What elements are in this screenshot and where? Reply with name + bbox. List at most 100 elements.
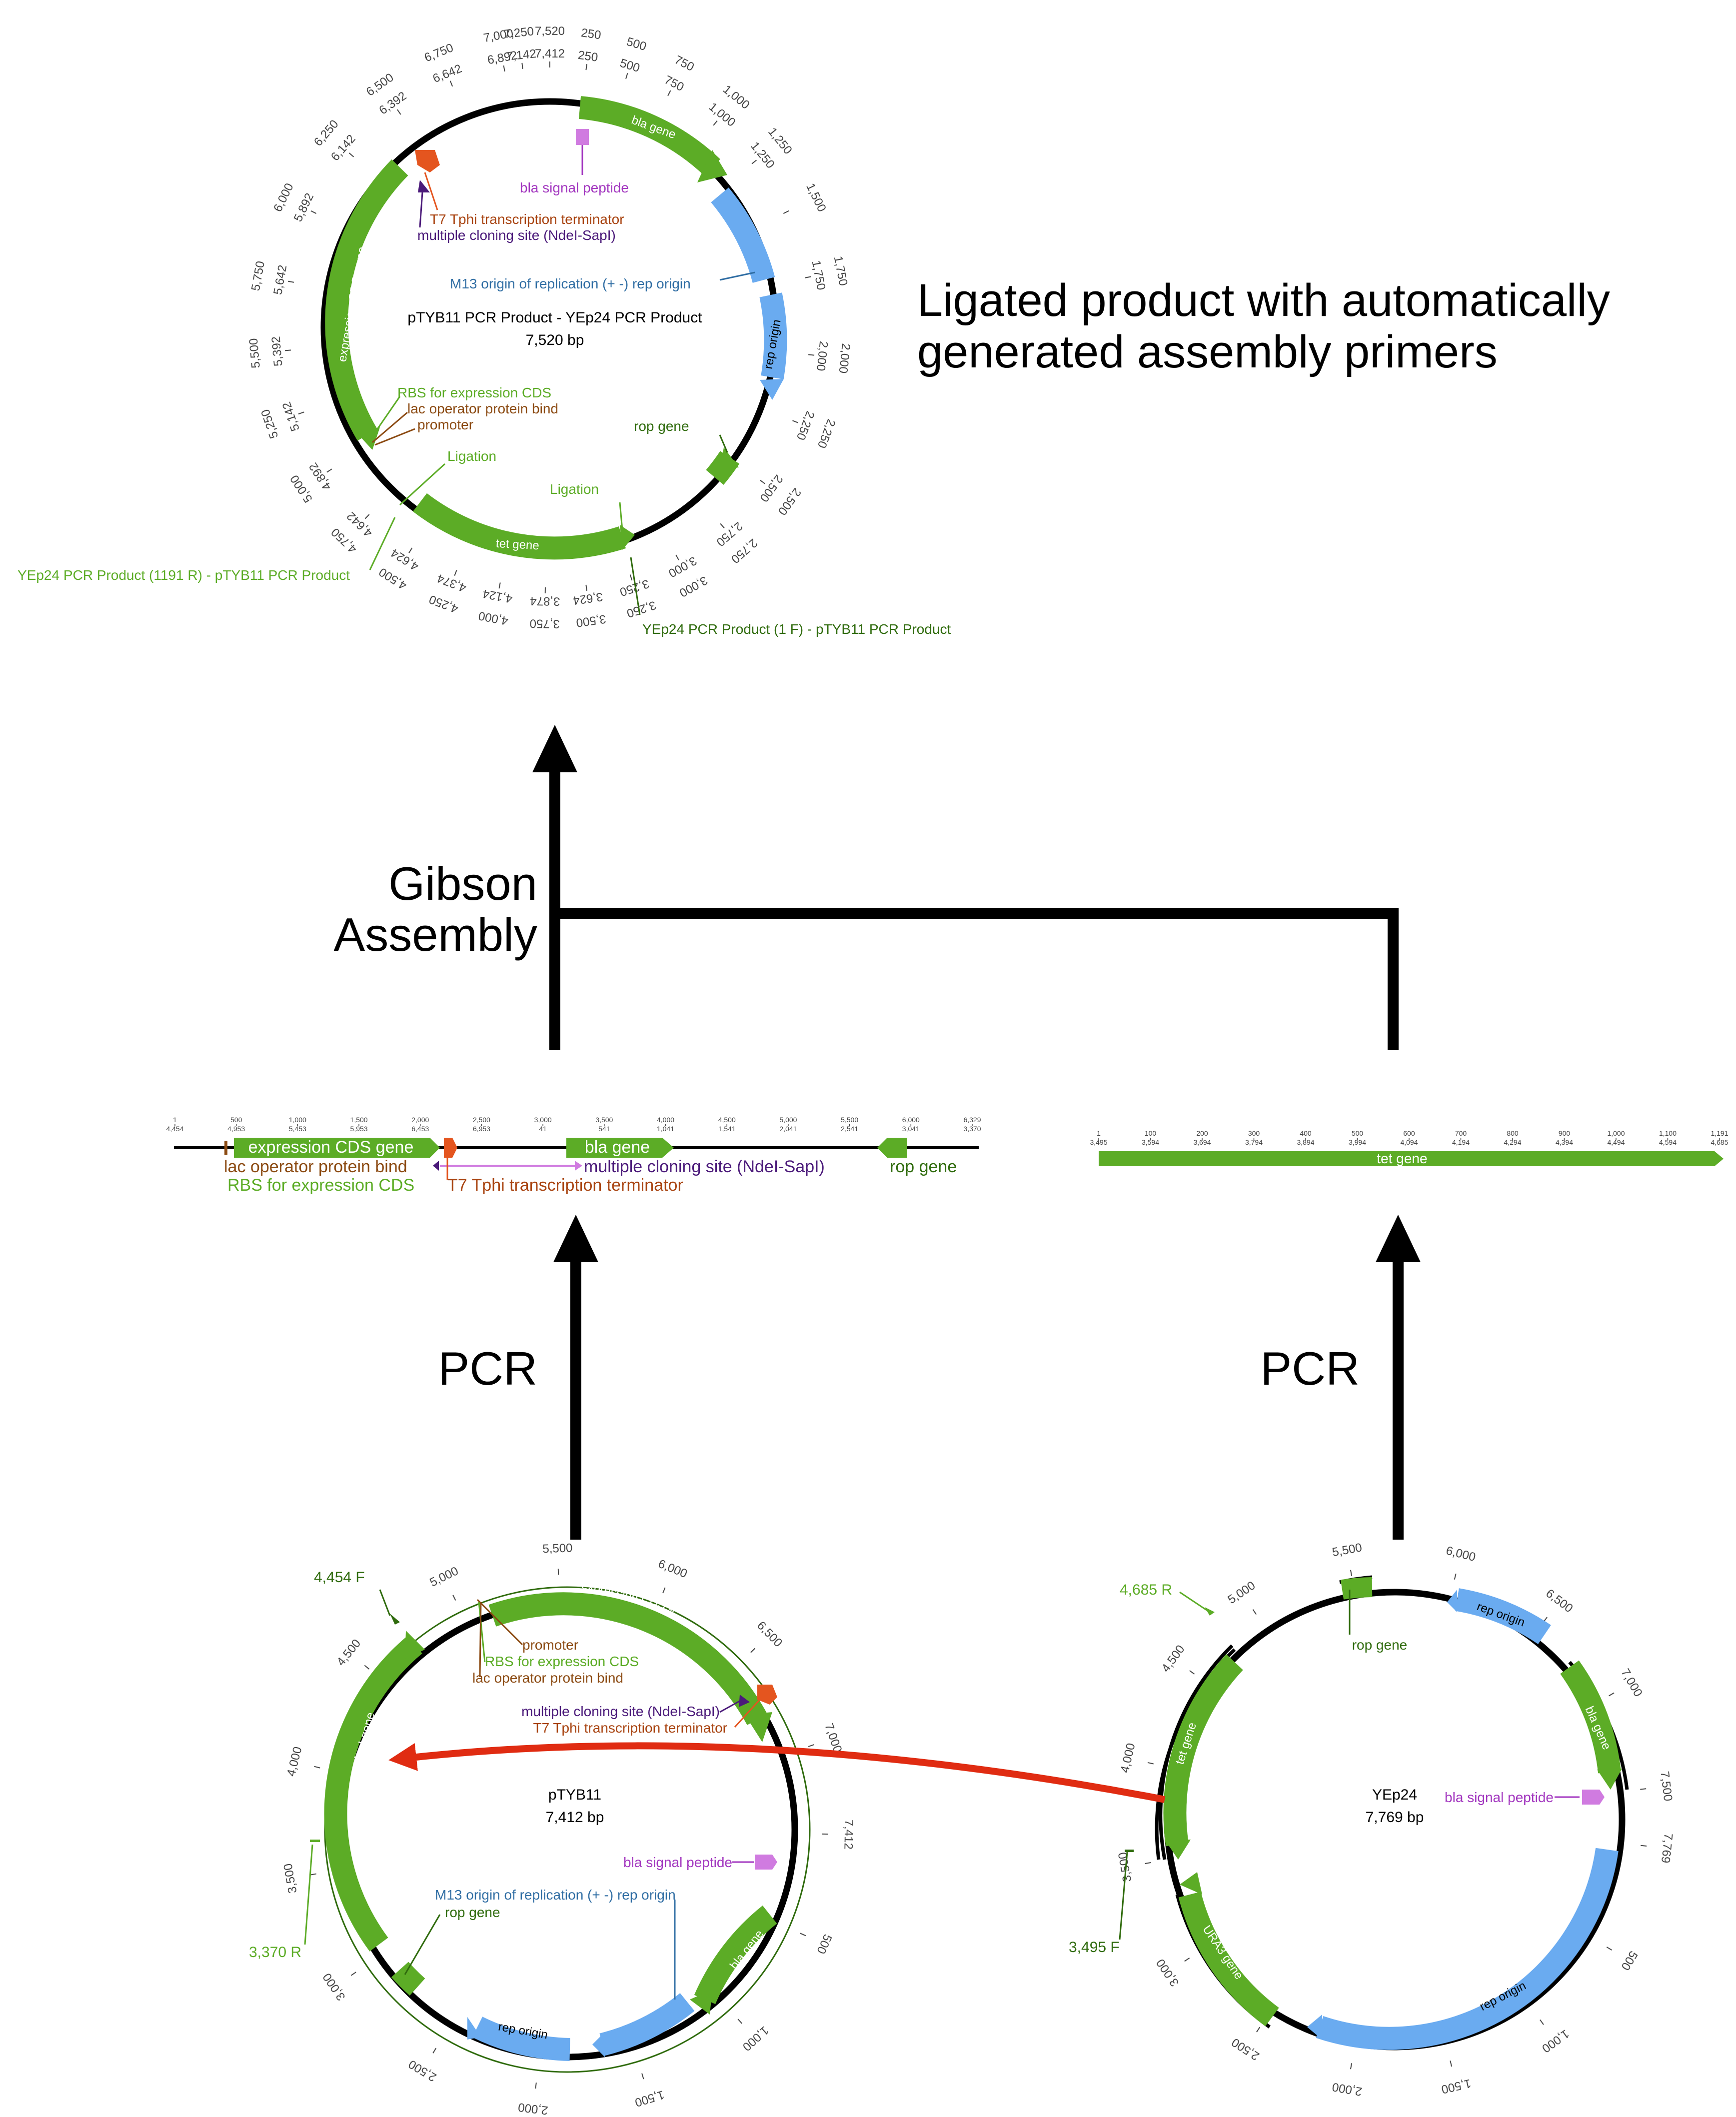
yep24-bla-head	[1597, 1769, 1622, 1790]
yep24-tick-mark-2	[1454, 1573, 1457, 1580]
heading-line1: Ligated product with automatically	[917, 275, 1610, 326]
ptyb11-tick-mark-0	[452, 1595, 456, 1601]
yep24-tick-mark-15	[1189, 1670, 1195, 1675]
linear-left-tick-outer-0: 1	[173, 1116, 177, 1124]
product-tick-outer-2: 250	[580, 26, 602, 42]
linear-left-tick-inner-1: 4,953	[227, 1125, 245, 1133]
yep24-tick-label-14: 4,000	[1118, 1742, 1138, 1775]
product-tick-outer-26: 6,250	[311, 117, 341, 149]
ptyb11-tick-mark-10	[432, 2048, 437, 2054]
yep24-tick-label-2: 6,000	[1445, 1544, 1477, 1564]
ptyb11-tick-label-12: 3,500	[281, 1863, 300, 1895]
product-tick-outer-3: 500	[625, 35, 648, 54]
product-tick-mark-11	[760, 479, 765, 484]
linear-left-tick-outer-2: 1,000	[289, 1116, 306, 1124]
product-tick-inner-2: 250	[577, 48, 598, 64]
product-tick-inner-17: 4,124	[481, 586, 513, 605]
product-tick-outer-6: 1,250	[765, 125, 795, 157]
product-tick-outer-8: 1,750	[831, 255, 850, 287]
linear-right-tick-outer-11: 1,100	[1659, 1129, 1677, 1137]
ptyb11-tick-mark-12	[310, 1873, 316, 1876]
yep24-tick-label-1: 5,500	[1331, 1541, 1363, 1559]
product-tick-inner-21: 4,892	[306, 460, 334, 493]
ptyb11-tick-label-13: 4,000	[284, 1746, 305, 1778]
yep24-tick-label-0: 5,000	[1225, 1579, 1258, 1607]
linear-left-tick-outer-7: 3,500	[595, 1116, 613, 1124]
linear-left-tick-outer-3: 1,500	[350, 1116, 368, 1124]
pcr-left-connector: PCR	[438, 1215, 598, 1540]
ptyb11-laci-arc	[324, 1636, 422, 1952]
product-tick-outer-20: 4,750	[328, 525, 359, 556]
linear-left-label-bla: bla gene	[585, 1138, 650, 1157]
heading-line2: generated assembly primers	[917, 326, 1498, 377]
product-label-ligation-2: Ligation	[550, 481, 599, 497]
product-tick-outer-14: 3,250	[625, 598, 657, 620]
linear-right-tick-outer-6: 600	[1403, 1129, 1415, 1137]
linear-left-label-lac-op: lac operator protein bind	[224, 1157, 407, 1176]
linear-right-tick-outer-4: 400	[1300, 1129, 1312, 1137]
ptyb11-tick-label-2: 6,000	[656, 1557, 689, 1581]
product-tick-inner-12: 2,750	[714, 519, 745, 549]
yep24-size: 7,769 bp	[1366, 1809, 1424, 1826]
linear-right-tick-inner-2: 3,694	[1193, 1138, 1211, 1146]
linear-right-tick-outer-2: 200	[1196, 1129, 1208, 1137]
ptyb11-m13-arc	[599, 1993, 695, 2056]
linear-right-tick-inner-0: 3,495	[1090, 1138, 1107, 1146]
pcr-right-label: PCR	[1261, 1342, 1360, 1395]
linear-right-tick-labels: 13,4951003,5942003,6943003,7944003,89450…	[1090, 1129, 1728, 1146]
linear-left-tick-inner-4: 6,453	[411, 1125, 429, 1133]
ptyb11-tick-mark-3	[750, 1648, 756, 1653]
linear-right-tick-outer-5: 500	[1352, 1129, 1364, 1137]
ptyb11-tick-label-3: 6,500	[754, 1619, 785, 1650]
ptyb11-rop-arc	[391, 1962, 425, 1996]
product-tick-outer-10: 2,250	[815, 417, 838, 450]
product-label-ligation-1: Ligation	[447, 448, 496, 464]
linear-left-tick-inner-9: 1,541	[718, 1125, 736, 1133]
product-size: 7,520 bp	[526, 332, 584, 348]
product-tick-outer-13: 3,000	[677, 573, 710, 600]
product-tick-mark-15	[585, 584, 588, 591]
linear-left-tick-inner-5: 6,953	[473, 1125, 490, 1133]
product-tick-mark-20	[364, 514, 370, 519]
ptyb11-tick-mark-7	[737, 2019, 743, 2024]
ptyb11-tick-mark-11	[350, 1972, 356, 1976]
product-features	[325, 96, 787, 560]
product-tick-outer-23: 5,500	[247, 338, 263, 369]
ptyb11-expression-cds-head	[745, 1712, 772, 1742]
linear-left-rop-gene	[877, 1138, 907, 1158]
product-name: pTYB11 PCR Product - YEp24 PCR Product	[407, 309, 702, 326]
pcr-right-arrowhead	[1376, 1215, 1421, 1262]
linear-right-tick-outer-10: 1,000	[1607, 1129, 1625, 1137]
product-tick-outer-18: 4,250	[427, 592, 460, 616]
yep24-tick-label-9: 1,500	[1440, 2077, 1473, 2097]
product-tick-inner-4: 750	[662, 73, 686, 94]
product-tick-inner-26: 6,142	[328, 132, 358, 163]
yep24-ura3-head	[1180, 1872, 1202, 1895]
yep24-primer-f-marker	[1125, 1850, 1134, 1852]
product-tick-mark-13	[675, 554, 679, 560]
ptyb11-tick-label-4: 7,000	[822, 1722, 844, 1755]
ptyb11-tick-mark-8	[641, 2073, 644, 2080]
linear-left-tick-inner-11: 2,541	[841, 1125, 858, 1133]
yep24-tick-label-6: 7,769	[1659, 1833, 1675, 1864]
product-feature-labels: bla signal peptide T7 Tphi transcription…	[17, 113, 951, 637]
product-rep-origin-arc	[759, 292, 787, 379]
ptyb11-tick-mark-14	[364, 1665, 370, 1670]
linear-left-tick-outer-13: 6,329	[963, 1116, 981, 1124]
linear-left-tick-outer-4: 2,000	[411, 1116, 429, 1124]
linear-right-tick-inner-6: 4,094	[1400, 1138, 1418, 1146]
linear-right-tick-inner-12: 4,685	[1711, 1138, 1728, 1146]
yep24-tick-mark-12	[1184, 1957, 1190, 1962]
linear-right-label-tet: tet gene	[1377, 1151, 1427, 1166]
ptyb11-bla-signal-marker	[755, 1855, 777, 1870]
product-tick-outer-5: 1,000	[720, 82, 752, 112]
ptyb11-m13-head	[592, 2032, 605, 2057]
linear-left-tick-outer-12: 6,000	[902, 1116, 920, 1124]
yep24-tick-mark-4	[1609, 1692, 1615, 1697]
product-tick-mark-6	[751, 159, 757, 164]
product-t7-marker	[415, 150, 440, 172]
linear-left-expression-cds	[234, 1138, 440, 1158]
product-tick-inner-8: 1,750	[809, 259, 828, 291]
linear-right-tick-outer-1: 100	[1145, 1129, 1157, 1137]
